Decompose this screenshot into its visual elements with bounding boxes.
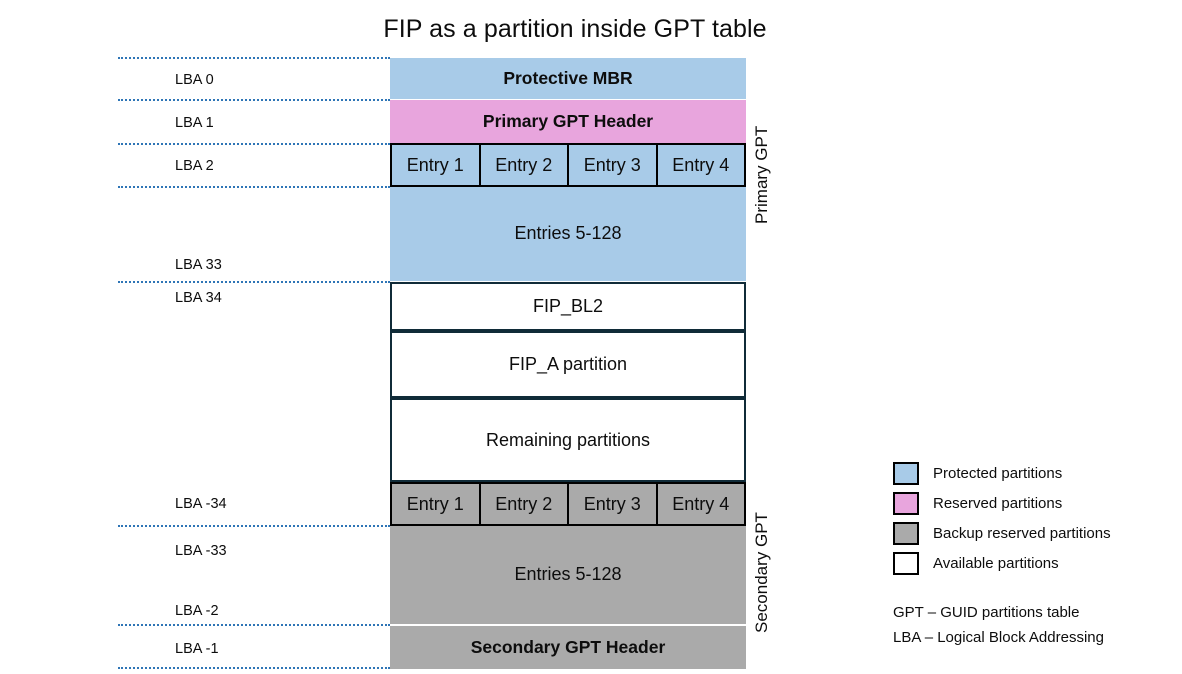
legend-label: Protected partitions — [933, 464, 1063, 482]
legend-swatch-icon — [893, 461, 919, 485]
entry-cell: Entry 1 — [392, 484, 481, 524]
legend-swatch-icon — [893, 521, 919, 545]
guide-line-4 — [118, 281, 390, 283]
abbreviation-line: GPT – GUID partitions table — [893, 604, 1080, 621]
legend-item: Available partitions — [893, 548, 1111, 578]
secondary-gpt-bracket-label: Secondary GPT — [752, 512, 771, 633]
legend-label: Backup reserved partitions — [933, 524, 1111, 542]
legend-item: Backup reserved partitions — [893, 518, 1111, 548]
entry-cell: Entry 3 — [569, 484, 658, 524]
lba-label: LBA 34 — [175, 290, 222, 306]
entry-cell: Entry 1 — [392, 145, 481, 185]
guide-line-7 — [118, 667, 390, 669]
partition-block-secondary-entries-5-128: Entries 5-128 — [390, 525, 746, 624]
entry-cell: Entry 4 — [672, 493, 730, 514]
partition-block-primary-entries-5-128: Entries 5-128 — [390, 186, 746, 281]
lba-label: LBA 33 — [175, 257, 222, 273]
lba-label: LBA -2 — [175, 603, 219, 619]
guide-line-2 — [118, 143, 390, 145]
guide-line-1 — [118, 99, 390, 101]
legend-swatch-icon — [893, 491, 919, 515]
legend-item: Reserved partitions — [893, 488, 1111, 518]
guide-line-5 — [118, 525, 390, 527]
legend-label: Available partitions — [933, 554, 1059, 572]
partition-block-fip-a-partition: FIP_A partition — [390, 331, 746, 398]
lba-label: LBA 1 — [175, 115, 214, 131]
lba-label: LBA -33 — [175, 543, 227, 559]
lba-label: LBA 0 — [175, 72, 214, 88]
guide-line-3 — [118, 186, 390, 188]
primary-gpt-bracket-label: Primary GPT — [752, 125, 771, 225]
entry-cell: Entry 3 — [569, 145, 658, 185]
lba-label: LBA 2 — [175, 158, 214, 174]
guide-line-6 — [118, 624, 390, 626]
partition-block-fip-bl2: FIP_BL2 — [390, 282, 746, 331]
legend-swatch-icon — [893, 551, 919, 575]
legend-item: Protected partitions — [893, 458, 1111, 488]
lba-label: LBA -1 — [175, 641, 219, 657]
abbreviation-line: LBA – Logical Block Addressing — [893, 629, 1104, 646]
legend-label: Reserved partitions — [933, 494, 1063, 512]
partition-block-secondary-gpt-header: Secondary GPT Header — [390, 626, 746, 669]
entry-cell: Entry 2 — [481, 484, 569, 524]
page-title: FIP as a partition inside GPT table — [383, 15, 767, 43]
lba-label: LBA -34 — [175, 496, 227, 512]
partition-block-remaining-partitions: Remaining partitions — [390, 398, 746, 482]
entry-cell: Entry 4 — [672, 154, 730, 175]
guide-line-0 — [118, 57, 390, 59]
partition-block-primary-gpt-header: Primary GPT Header — [390, 100, 746, 143]
partition-block-protective-mbr: Protective MBR — [390, 58, 746, 99]
entry-cell: Entry 2 — [481, 145, 569, 185]
